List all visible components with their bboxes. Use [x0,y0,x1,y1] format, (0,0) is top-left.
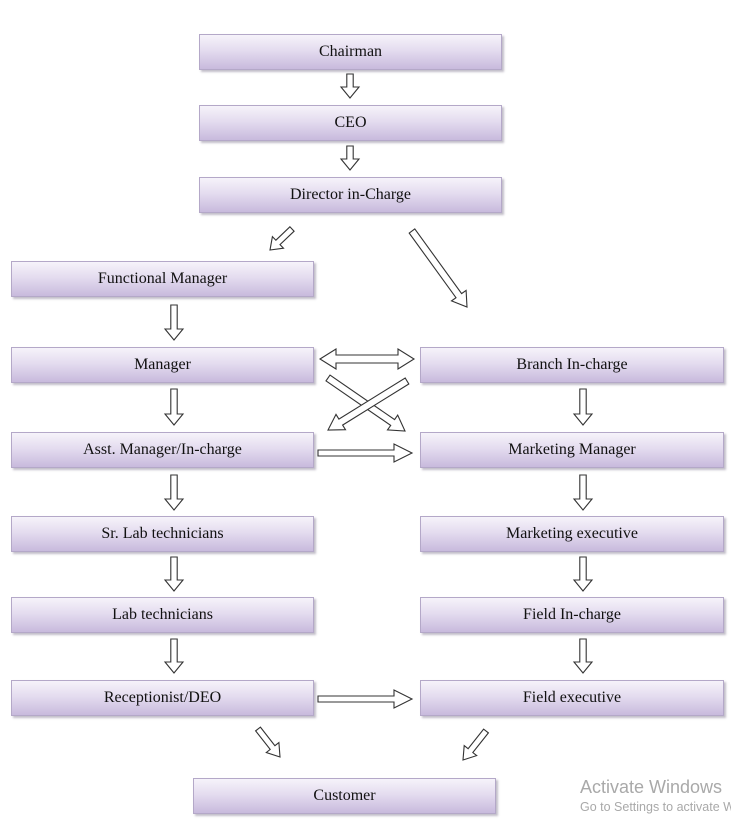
node-functional-manager: Functional Manager [11,261,314,297]
arrow-field-incharge-to-field-exec [572,638,594,674]
node-marketing-executive: Marketing executive [420,516,724,552]
node-marketing-manager: Marketing Manager [420,432,724,468]
arrow-functional-to-manager [163,304,185,341]
arrow-field-exec-to-customer [462,728,490,761]
arrow-branch-to-asst-manager [327,377,410,431]
arrow-marketing-manager-to-marketing-exec [572,474,594,511]
arrow-receptionist-to-customer [254,726,281,758]
arrow-chairman-to-ceo [339,73,361,99]
arrow-branch-to-marketing-manager [572,388,594,426]
node-asst-manager: Asst. Manager/In-charge [11,432,314,468]
arrow-director-to-functional-manager [269,226,295,251]
arrow-receptionist-to-field-exec [317,689,414,709]
node-director-in-charge: Director in-Charge [199,177,502,213]
arrow-marketing-exec-to-field-incharge [572,556,594,592]
arrow-asst-manager-to-sr-lab [163,474,185,511]
node-chairman: Chairman [199,34,502,70]
node-receptionist-deo: Receptionist/DEO [11,680,314,716]
node-manager: Manager [11,347,314,383]
node-customer: Customer [193,778,496,814]
node-lab-technicians: Lab technicians [11,597,314,633]
watermark-line-2: Go to Settings to activate Windows. [580,800,731,814]
node-sr-lab-technicians: Sr. Lab technicians [11,516,314,552]
arrow-lab-to-receptionist [163,638,185,674]
arrow-manager-branch-bidirectional [318,348,416,370]
watermark-line-1: Activate Windows [580,777,723,797]
arrow-ceo-to-director [339,145,361,171]
windows-activation-watermark: Activate Windows Go to Settings to activ… [580,776,731,816]
node-branch-in-charge: Branch In-charge [420,347,724,383]
arrow-asst-manager-to-marketing-manager [317,443,414,463]
node-field-executive: Field executive [420,680,724,716]
node-field-in-charge: Field In-charge [420,597,724,633]
arrow-director-to-branch [408,228,468,308]
arrow-manager-to-asst-manager [163,388,185,426]
arrow-sr-lab-to-lab [163,556,185,592]
node-ceo: CEO [199,105,502,141]
